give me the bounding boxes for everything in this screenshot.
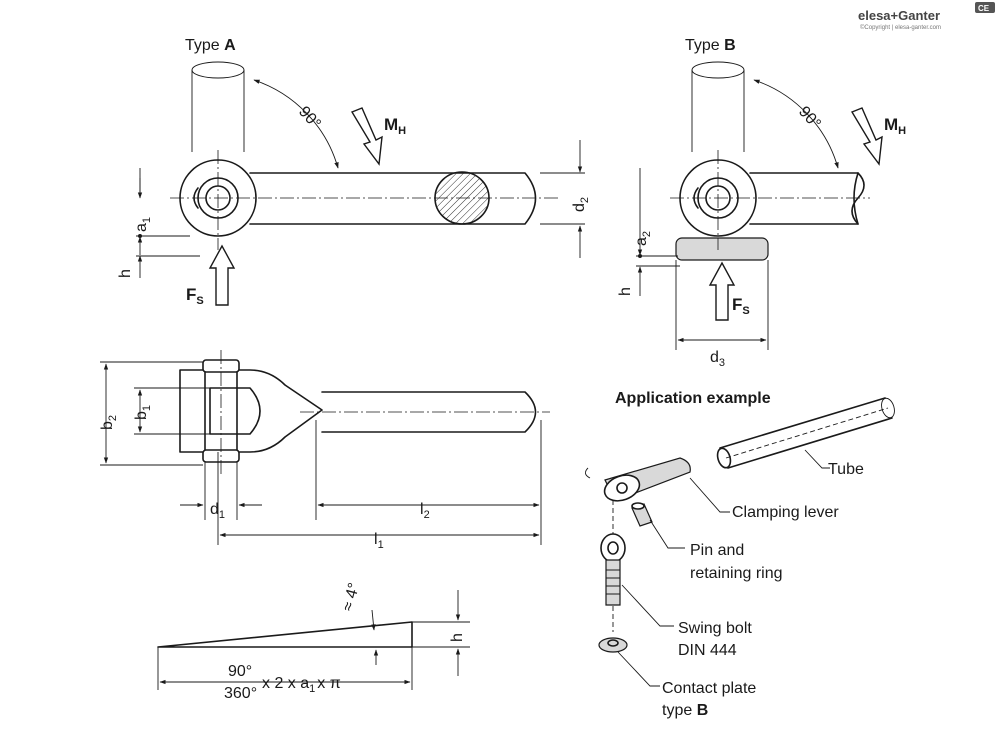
formula-denominator: 360° — [224, 685, 257, 702]
type-a-h: h — [117, 269, 134, 278]
label-pin-line2: retaining ring — [690, 565, 783, 582]
type-b-side-view: Type B 90° MH FS a2 h d3 — [617, 37, 906, 369]
svg-text:©Copyright | elesa-ganter.com: ©Copyright | elesa-ganter.com — [860, 24, 941, 31]
type-b-h: h — [617, 287, 634, 296]
top-l1: l1 — [374, 531, 384, 551]
svg-text:elesa+Ganter: elesa+Ganter — [858, 8, 940, 23]
top-b1: b1 — [133, 405, 153, 420]
svg-text:CE: CE — [978, 4, 990, 13]
label-swing-line2: DIN 444 — [678, 642, 737, 659]
application-example: Application example Tube Clamping lever — [585, 390, 895, 719]
top-b2: b2 — [99, 415, 119, 430]
wedge-h: h — [449, 633, 466, 642]
type-a-title: Type A — [185, 37, 236, 54]
label-clamping-lever: Clamping lever — [732, 504, 839, 521]
type-b-force: FS — [732, 295, 750, 317]
wedge-angle: ≈ 4° — [339, 581, 363, 613]
label-pin-line1: Pin and — [690, 542, 744, 559]
label-tube: Tube — [828, 461, 864, 478]
type-a-force: FS — [186, 285, 204, 307]
label-plate-line2: type B — [662, 702, 708, 719]
type-b-a2: a2 — [633, 231, 653, 246]
type-b-title: Type B — [685, 37, 736, 54]
top-l2: l2 — [420, 501, 430, 521]
label-plate-line1: Contact plate — [662, 680, 756, 697]
label-swing-line1: Swing bolt — [678, 620, 752, 637]
top-view: b2 b1 d1 l2 l1 — [99, 350, 550, 551]
type-a-a1: a1 — [133, 217, 153, 232]
type-b-moment: MH — [884, 115, 906, 137]
brand-logo: elesa+Ganter ©Copyright | elesa-ganter.c… — [858, 2, 995, 31]
formula-numerator: 90° — [228, 663, 252, 680]
top-d1: d1 — [210, 501, 225, 521]
type-b-d3: d3 — [710, 349, 725, 369]
type-a-d2: d2 — [571, 197, 591, 212]
application-title: Application example — [615, 390, 771, 407]
type-a-moment: MH — [384, 115, 406, 137]
type-a-side-view: Type A 90° MH FS a1 h — [117, 37, 591, 307]
